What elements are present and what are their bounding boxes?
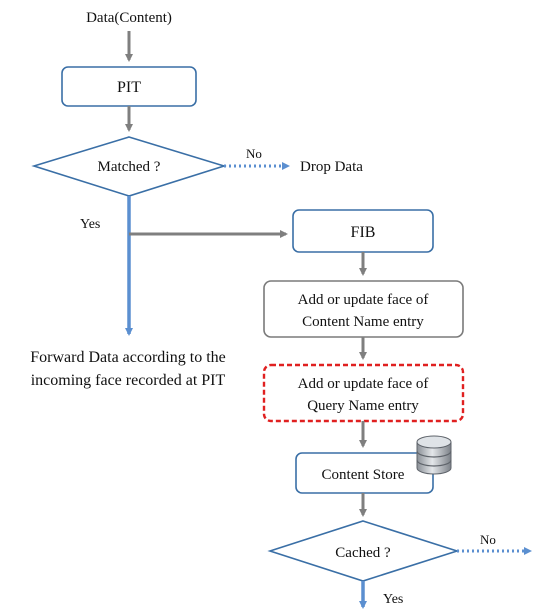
forward-text-line1: Forward Data according to the xyxy=(30,349,225,366)
no-label-top: No xyxy=(246,146,262,161)
drop-data-label: Drop Data xyxy=(300,159,363,175)
cached-decision: Cached ? xyxy=(267,520,460,582)
query-name-line1: Add or update face of xyxy=(298,376,429,392)
content-name-entry-box: Add or update face of Content Name entry xyxy=(263,280,464,338)
content-store-label: Content Store xyxy=(322,467,405,483)
fib-box: FIB xyxy=(292,209,434,253)
content-store-box: Content Store xyxy=(295,452,434,494)
yes-label-bottom: Yes xyxy=(383,592,403,607)
database-icon xyxy=(416,435,452,475)
cached-label: Cached ? xyxy=(335,545,391,561)
input-label: Data(Content) xyxy=(86,10,172,26)
matched-decision: Matched ? xyxy=(31,136,227,197)
pit-box: PIT xyxy=(61,66,197,107)
matched-label: Matched ? xyxy=(98,159,161,175)
fib-label: FIB xyxy=(351,224,376,241)
forward-text-line2: incoming face recorded at PIT xyxy=(31,372,226,389)
content-name-line2: Content Name entry xyxy=(302,314,424,330)
content-name-line1: Add or update face of xyxy=(298,292,429,308)
no-label-bottom: No xyxy=(480,532,496,547)
query-name-line2: Query Name entry xyxy=(307,398,419,414)
query-name-entry-box: Add or update face of Query Name entry xyxy=(262,363,465,423)
pit-label: PIT xyxy=(117,79,141,96)
yes-label-left: Yes xyxy=(80,217,100,232)
